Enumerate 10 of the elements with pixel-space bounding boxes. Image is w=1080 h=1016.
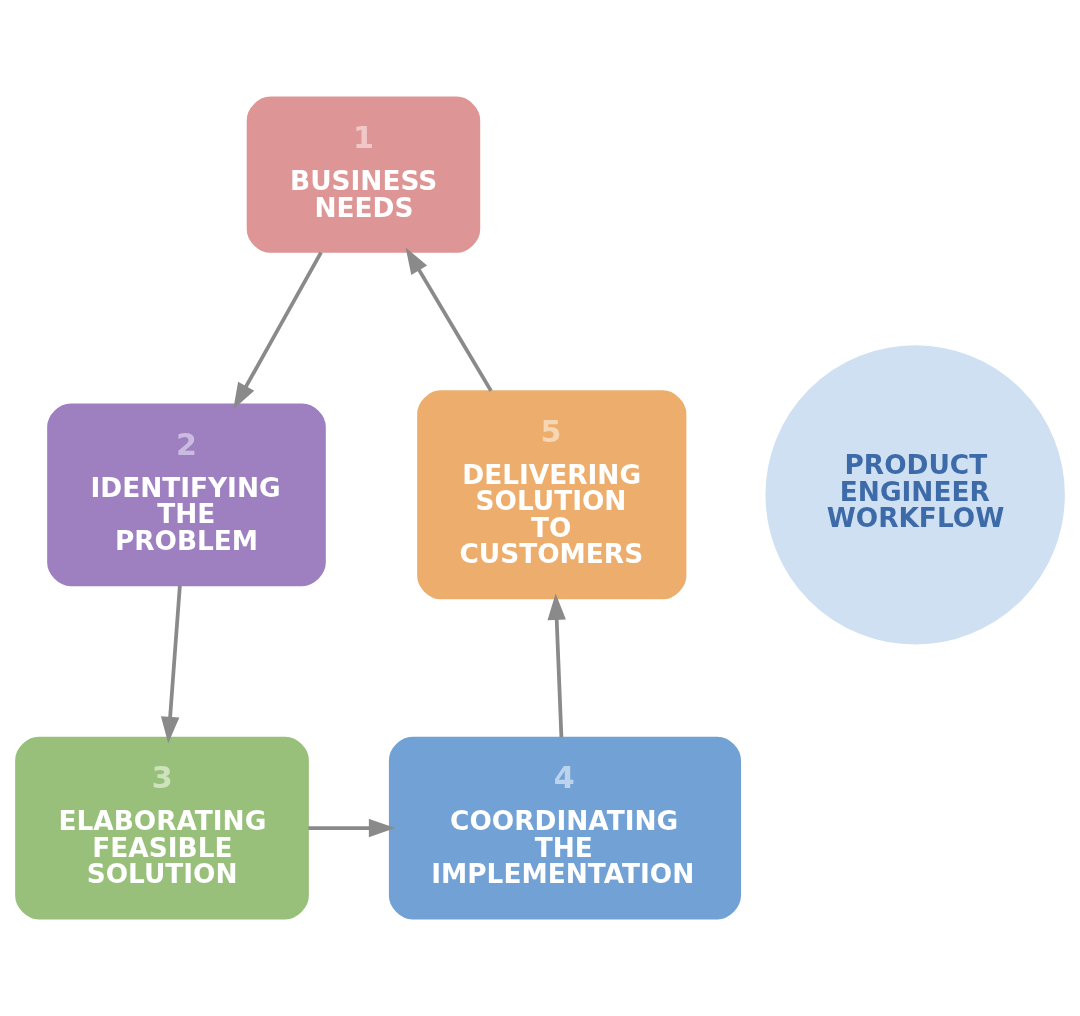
- node-box: 3 ELABORATING FEASIBLE SOLUTION: [15, 736, 309, 920]
- arrow: [160, 585, 182, 744]
- arrow: [233, 251, 323, 410]
- arrow: [308, 818, 396, 838]
- arrow: [405, 247, 493, 392]
- node-box: 4 COORDINATING THE IMPLEMENTATION: [388, 736, 741, 920]
- arrow: [547, 593, 566, 738]
- node-circle: PRODUCT ENGINEER WORKFLOW: [765, 345, 1065, 645]
- node-box: 2 IDENTIFYING THE PROBLEM: [47, 403, 326, 587]
- node-box: 5 DELIVERING SOLUTION TO CUSTOMERS: [417, 390, 687, 600]
